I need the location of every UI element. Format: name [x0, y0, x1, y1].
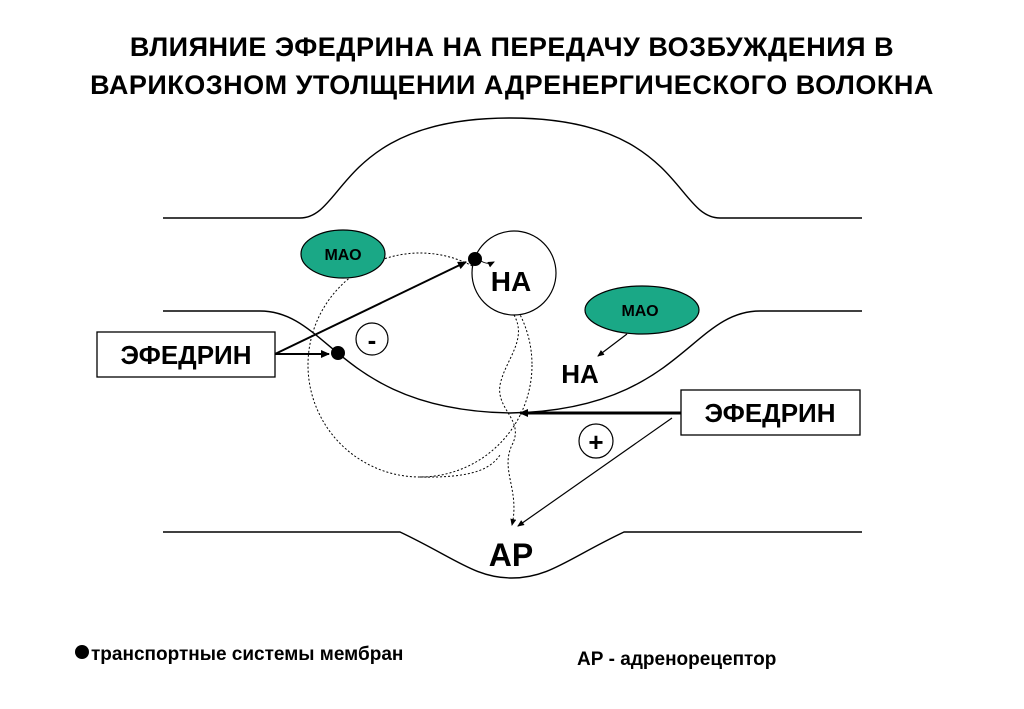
- mao-left-label: МАО: [324, 247, 361, 264]
- legend-receptor-text: АР - адренорецептор: [577, 649, 776, 670]
- postsynaptic-membrane: [163, 531, 862, 579]
- ephedrine-to-receptor-arrow: [517, 417, 673, 527]
- uptake-dotted-circle: [307, 252, 533, 478]
- legend-transport-dot: [75, 645, 89, 659]
- title-line-1: ВЛИЯНИЕ ЭФЕДРИНА НА ПЕРЕДАЧУ ВОЗБУЖДЕНИЯ…: [129, 32, 895, 62]
- mao-to-na-arrow: [597, 333, 628, 357]
- legend-transport-text: транспортные системы мембран: [91, 644, 403, 665]
- varicosity-inner-membrane: [163, 310, 862, 414]
- diagram-title: ВЛИЯНИЕ ЭФЕДРИНА НА ПЕРЕДАЧУ ВОЗБУЖДЕНИЯ…: [0, 28, 1024, 104]
- release-path: [499, 314, 519, 526]
- na-vesicle-label: НА: [491, 266, 531, 297]
- varicosity-outer-membrane: [163, 117, 862, 219]
- ephedrine-to-vesicle-arrow: [274, 261, 467, 355]
- ephedrine-left-label: ЭФЕДРИН: [120, 340, 251, 370]
- stimulation-sign-circle: [578, 423, 614, 459]
- inhibition-sign-circle: [355, 322, 389, 356]
- na-free-label: НА: [561, 359, 599, 389]
- ephedrine-right-label: ЭФЕДРИН: [704, 398, 835, 428]
- ephedrine-right-box: [680, 389, 861, 436]
- mao-right-label: МАО: [621, 303, 658, 320]
- dotted-path-to-receptor: [419, 454, 501, 478]
- receptor-label: АР: [489, 537, 533, 573]
- transport-system-vesicle-dot: [468, 252, 482, 266]
- transport-system-membrane-dot: [331, 346, 345, 360]
- title-line-2: ВАРИКОЗНОМ УТОЛЩЕНИИ АДРЕНЕРГИЧЕСКОГО ВО…: [90, 70, 934, 100]
- plus-sign: +: [588, 427, 603, 457]
- mao-right-enzyme: [584, 285, 700, 335]
- vesicle-entry-arrow: [480, 260, 495, 268]
- minus-sign: -: [368, 325, 377, 355]
- mao-left-enzyme: [300, 229, 386, 279]
